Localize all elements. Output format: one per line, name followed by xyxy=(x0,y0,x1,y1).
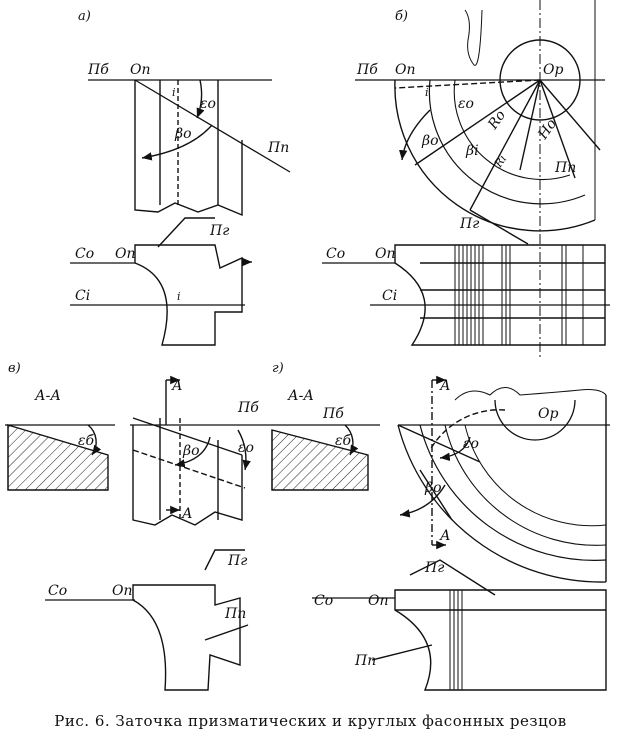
label-on-g: Оп xyxy=(368,593,389,609)
label-a-v-top: А xyxy=(171,378,183,394)
label-pb-a: Пб xyxy=(87,62,109,78)
label-beta-v: βо xyxy=(182,443,200,459)
label-ro-b: Rо xyxy=(485,108,510,134)
figure-caption: Рис. 6. Заточка призматических и круглых… xyxy=(54,712,567,730)
label-a-g-bot: А xyxy=(439,528,451,544)
label-pp-b: Пп xyxy=(554,160,576,176)
panel-label-v: в) xyxy=(8,361,21,376)
label-eps-b-v: εб xyxy=(78,433,95,449)
label-co-v: Со xyxy=(48,583,67,599)
label-i-a: i xyxy=(172,86,176,99)
label-co-g: Со xyxy=(314,593,333,609)
label-on-a2: Оп xyxy=(115,246,136,262)
label-ci-b: Сi xyxy=(382,288,397,304)
label-op-g: Ор xyxy=(538,406,558,422)
label-a-g-top: А xyxy=(439,378,451,394)
label-a-v-bot: А xyxy=(181,506,193,522)
label-pp-a: Пп xyxy=(267,140,289,156)
label-eps-b-g: εб xyxy=(335,433,352,449)
panel-label-b: б) xyxy=(395,9,408,24)
label-aa-v: А-А xyxy=(34,388,61,404)
label-pg-b: Пг xyxy=(459,216,479,232)
panel-g-diagram xyxy=(268,375,610,691)
label-beta-g: βо xyxy=(424,480,442,496)
panel-label-g: г) xyxy=(272,361,284,376)
label-pb-v: Пб xyxy=(237,400,259,416)
label-on-b2: Оп xyxy=(375,246,396,262)
label-i-b: i xyxy=(425,86,429,99)
label-eps-v: εо xyxy=(238,440,254,456)
label-aa-g: А-А xyxy=(287,388,314,404)
label-betai-b: βi xyxy=(465,143,479,159)
label-i-a2: i xyxy=(177,290,181,303)
label-beta-b: βо xyxy=(421,133,439,149)
label-on-a: Оп xyxy=(130,62,151,78)
label-ci-a: Сi xyxy=(75,288,90,304)
label-co-b: Со xyxy=(326,246,345,262)
label-op-b: Ор xyxy=(543,62,563,78)
panel-label-a: а) xyxy=(78,9,91,24)
label-pb-g: Пб xyxy=(322,406,344,422)
label-eps-a: εо xyxy=(200,96,216,112)
label-pg-v: Пг xyxy=(227,553,247,569)
panel-b-diagram xyxy=(322,0,610,360)
label-pg-a: Пг xyxy=(209,223,229,239)
label-beta-a: βо xyxy=(174,126,192,142)
label-on-v: Оп xyxy=(112,583,133,599)
label-pb-b: Пб xyxy=(356,62,378,78)
label-pp-g: Пп xyxy=(354,653,376,669)
label-eps-b: εо xyxy=(458,96,474,112)
label-co-a: Со xyxy=(75,246,94,262)
label-on-b: Оп xyxy=(395,62,416,78)
panel-v-diagram xyxy=(5,375,268,691)
label-eps-g: εо xyxy=(463,436,479,452)
label-pg-g: Пг xyxy=(424,560,444,576)
label-pp-v: Пп xyxy=(224,606,246,622)
label-ri-b: Ri xyxy=(491,153,509,171)
panel-a-diagram xyxy=(70,79,291,346)
